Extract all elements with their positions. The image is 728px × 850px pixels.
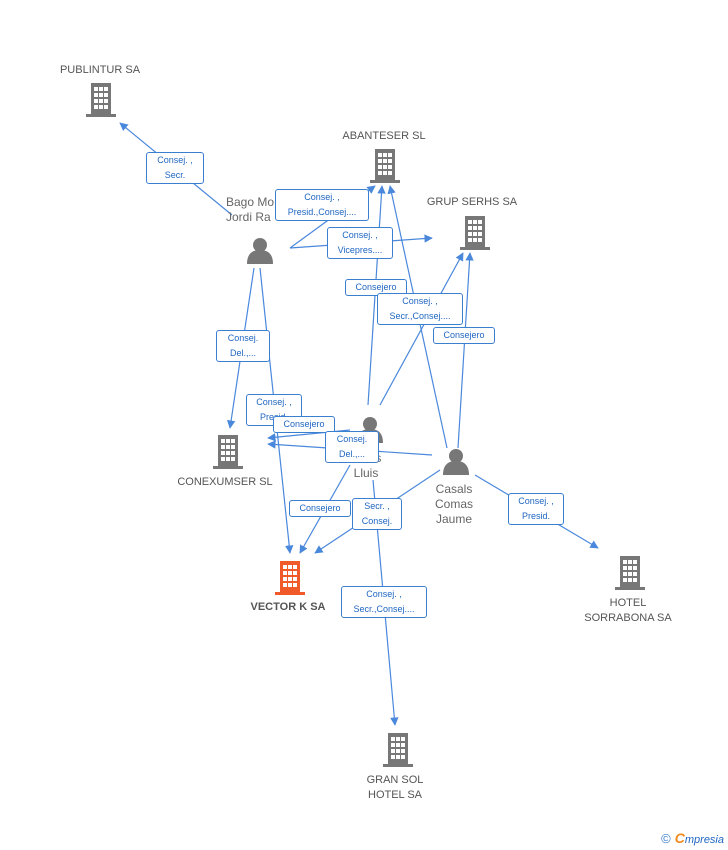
edge-label-vector-b-l2: Consej. xyxy=(361,516,393,526)
brand-footer[interactable]: ©Cmpresia xyxy=(661,830,724,846)
person-label-casals-line3: Jaume xyxy=(435,512,473,526)
company-label-hotel-sorrabona-line1: HOTEL xyxy=(609,597,647,609)
edge-label-consejero-a-l1: Consejero xyxy=(355,282,397,292)
person-label-casals[interactable]: Casals Comas Jaume xyxy=(426,482,482,527)
edge-label-serhs-a[interactable]: Consej. , Vicepres.... xyxy=(327,227,393,259)
building-icon-conexumser xyxy=(213,435,243,469)
edge-label-conexumser-b[interactable]: Consej. Del.,... xyxy=(325,431,379,463)
brand-logo-text: mpresia xyxy=(684,834,724,846)
edge-label-abanteser-a-l1: Consej. , xyxy=(304,192,340,202)
edge-label-abanteser-b-l2: Secr.,Consej.... xyxy=(389,311,451,321)
building-icon-gran-sol xyxy=(383,733,413,767)
edge-label-consejero-c-l1: Consejero xyxy=(283,419,325,429)
edge-label-vector-b-l1: Secr. , xyxy=(364,501,390,511)
edge-label-sorrabona-l2: Presid. xyxy=(521,511,550,521)
edge-label-publintur-l2: Secr. xyxy=(164,170,186,180)
company-label-conexumser[interactable]: CONEXUMSER SL xyxy=(177,476,273,488)
edge-label-consejero-d-l1: Consejero xyxy=(299,503,341,513)
person-icon-bago xyxy=(247,238,273,264)
person-label-bago-line1: Bago Mo xyxy=(226,195,275,209)
edge-label-abanteser-a[interactable]: Consej. , Presid.,Consej.... xyxy=(275,189,369,221)
edge-label-consejero-b[interactable]: Consejero xyxy=(433,327,495,344)
person-label-casals-line2: Comas xyxy=(434,497,473,511)
edge-label-consejero-a[interactable]: Consejero xyxy=(345,279,407,296)
building-icon-grup-serhs xyxy=(460,216,490,250)
edge-label-consejero-b-l1: Consejero xyxy=(443,330,485,340)
person-icon-casals xyxy=(443,449,469,475)
edge-label-consejero-d[interactable]: Consejero xyxy=(289,500,351,517)
edge-casals-grup-serhs xyxy=(457,252,474,449)
company-label-abanteser[interactable]: ABANTESER SL xyxy=(342,130,426,142)
edge-label-sorrabona[interactable]: Consej. , Presid. xyxy=(508,493,564,525)
person-label-lluis-line2: Lluis xyxy=(353,466,379,480)
building-icon-publintur xyxy=(86,83,116,117)
edge-label-conexumser-b-l1: Consej. xyxy=(336,434,368,444)
company-label-hotel-sorrabona-line2: SORRABONA SA xyxy=(584,612,672,624)
person-label-bago[interactable]: Bago Mo Jordi Ra xyxy=(226,195,274,225)
edge-label-abanteser-b-l1: Consej. , xyxy=(402,296,438,306)
edge-label-conexumser-a-l2: Del.,... xyxy=(229,348,256,358)
company-label-gran-sol[interactable]: GRAN SOL HOTEL SA xyxy=(345,773,445,803)
company-label-grup-serhs[interactable]: GRUP SERHS SA xyxy=(426,196,518,208)
building-icon-hotel-sorrabona xyxy=(615,556,645,590)
company-label-vector-k[interactable]: VECTOR K SA xyxy=(250,601,326,613)
edge-label-vector-b[interactable]: Secr. , Consej. xyxy=(352,498,402,530)
edge-label-gran-sol[interactable]: Consej. , Secr.,Consej.... xyxy=(341,586,427,618)
company-label-publintur[interactable]: PUBLINTUR SA xyxy=(59,64,141,76)
company-label-gran-sol-line1: GRAN SOL xyxy=(366,774,424,786)
edge-label-sorrabona-l1: Consej. , xyxy=(518,496,554,506)
edge-label-conexumser-b-l2: Del.,... xyxy=(338,449,365,459)
company-label-gran-sol-line2: HOTEL SA xyxy=(368,789,422,801)
brand-logo-initial: C xyxy=(674,830,685,846)
edge-label-gran-sol-l2: Secr.,Consej.... xyxy=(353,604,415,614)
edge-label-consejero-c[interactable]: Consejero xyxy=(273,416,335,433)
edge-label-serhs-a-l1: Consej. , xyxy=(342,230,378,240)
company-label-hotel-sorrabona[interactable]: HOTEL SORRABONA SA xyxy=(578,596,678,626)
copyright-symbol: © xyxy=(661,831,671,846)
edge-label-abanteser-a-l2: Presid.,Consej.... xyxy=(287,207,357,217)
building-icon-vector-k xyxy=(275,561,305,595)
edge-label-abanteser-b[interactable]: Consej. , Secr.,Consej.... xyxy=(377,293,463,325)
person-label-bago-line2: Jordi Ra xyxy=(226,210,271,224)
edge-label-conexumser-a[interactable]: Consej. Del.,... xyxy=(216,330,270,362)
edge-label-gran-sol-l1: Consej. , xyxy=(366,589,402,599)
edge-label-vector-a-l1: Consej. , xyxy=(256,397,292,407)
edge-label-conexumser-a-l1: Consej. xyxy=(227,333,259,343)
building-icon-abanteser xyxy=(370,149,400,183)
edge-label-serhs-a-l2: Vicepres.... xyxy=(337,245,383,255)
edge-label-publintur[interactable]: Consej. , Secr. xyxy=(146,152,204,184)
person-label-casals-line1: Casals xyxy=(435,482,473,496)
edge-label-publintur-l1: Consej. , xyxy=(157,155,193,165)
